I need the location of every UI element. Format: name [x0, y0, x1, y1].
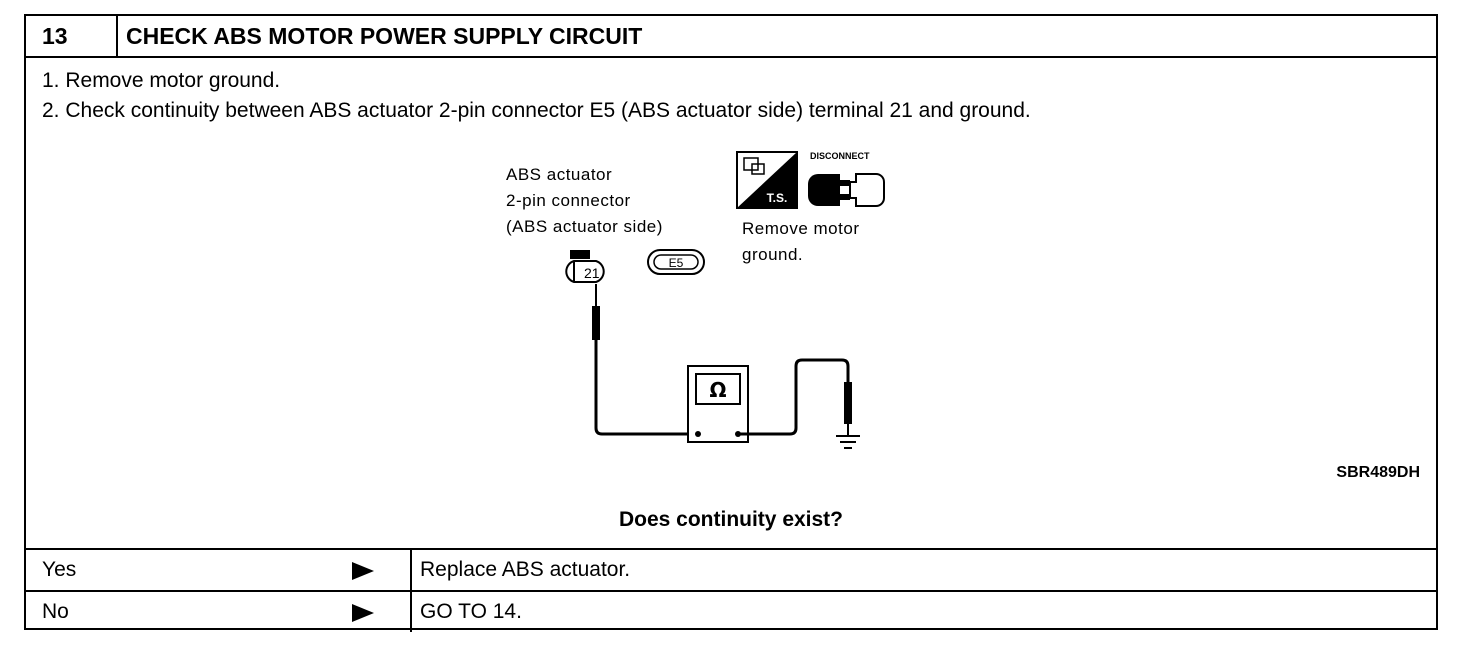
- connector-label-line-2: 2-pin connector: [506, 191, 631, 210]
- disconnect-instruction-line-2: ground.: [742, 245, 804, 264]
- connector-label-line-3: (ABS actuator side): [506, 217, 663, 236]
- arrow-right-icon: [352, 562, 374, 580]
- figure-reference-code: SBR489DH: [1336, 464, 1420, 481]
- answer-row-yes: Yes Replace ABS actuator.: [26, 548, 1436, 590]
- ohmmeter: Ω: [687, 365, 749, 443]
- instruction-step-1: 1. Remove motor ground.: [42, 69, 281, 92]
- answer-result: Replace ABS actuator.: [410, 550, 1436, 590]
- arrow-right-icon: [352, 604, 374, 622]
- ground-probe-lead: [738, 358, 852, 436]
- answer-result: GO TO 14.: [410, 592, 1436, 632]
- ohm-symbol: Ω: [709, 378, 726, 402]
- connector-label: ABS actuator 2-pin connector (ABS actuat…: [506, 162, 663, 240]
- connector-terminal: 21: [565, 250, 605, 283]
- answer-row-no: No GO TO 14.: [26, 590, 1436, 632]
- step-title: CHECK ABS MOTOR POWER SUPPLY CIRCUIT: [118, 16, 1436, 58]
- continuity-test-diagram: 21 E5 T.S. DISCONNECT: [565, 151, 885, 449]
- ts-badge-label: T.S.: [767, 191, 788, 205]
- terminal-number: 21: [584, 265, 600, 281]
- step-number: 13: [26, 16, 118, 58]
- disconnect-instruction: Remove motor ground.: [742, 216, 859, 268]
- disconnect-icon: DISCONNECT: [808, 151, 885, 207]
- answer-label: No: [42, 600, 69, 623]
- connector-id-badge: E5: [647, 249, 705, 275]
- disconnect-instruction-line-1: Remove motor: [742, 219, 860, 238]
- connector-id: E5: [669, 256, 684, 270]
- connector-label-line-1: ABS actuator: [506, 165, 613, 184]
- disconnect-label: DISCONNECT: [810, 151, 870, 161]
- answer-label: Yes: [42, 558, 77, 581]
- diagnostic-procedure-table: 13 CHECK ABS MOTOR POWER SUPPLY CIRCUIT …: [24, 14, 1438, 632]
- check-question: Does continuity exist?: [618, 508, 844, 531]
- positive-probe-lead: [592, 284, 698, 436]
- ts-icon: T.S.: [736, 151, 798, 209]
- instruction-list: 1. Remove motor ground. 2. Check continu…: [42, 66, 1031, 126]
- instruction-step-2: 2. Check continuity between ABS actuator…: [42, 99, 1031, 122]
- ground-icon: [836, 435, 860, 449]
